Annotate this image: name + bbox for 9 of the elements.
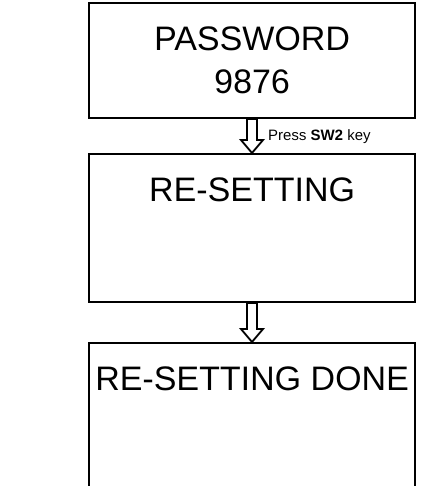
box-text: RE-SETTING <box>148 170 356 211</box>
box-text: RE-SETTING DONE <box>94 359 410 400</box>
process-box <box>88 342 416 486</box>
process-box <box>88 2 416 119</box>
process-box <box>88 153 416 303</box>
box-text: PASSWORD 9876 <box>153 19 351 103</box>
hollow-arrow <box>238 302 266 344</box>
edge-label: Press SW2 key <box>268 127 371 144</box>
hollow-arrow <box>238 118 266 155</box>
